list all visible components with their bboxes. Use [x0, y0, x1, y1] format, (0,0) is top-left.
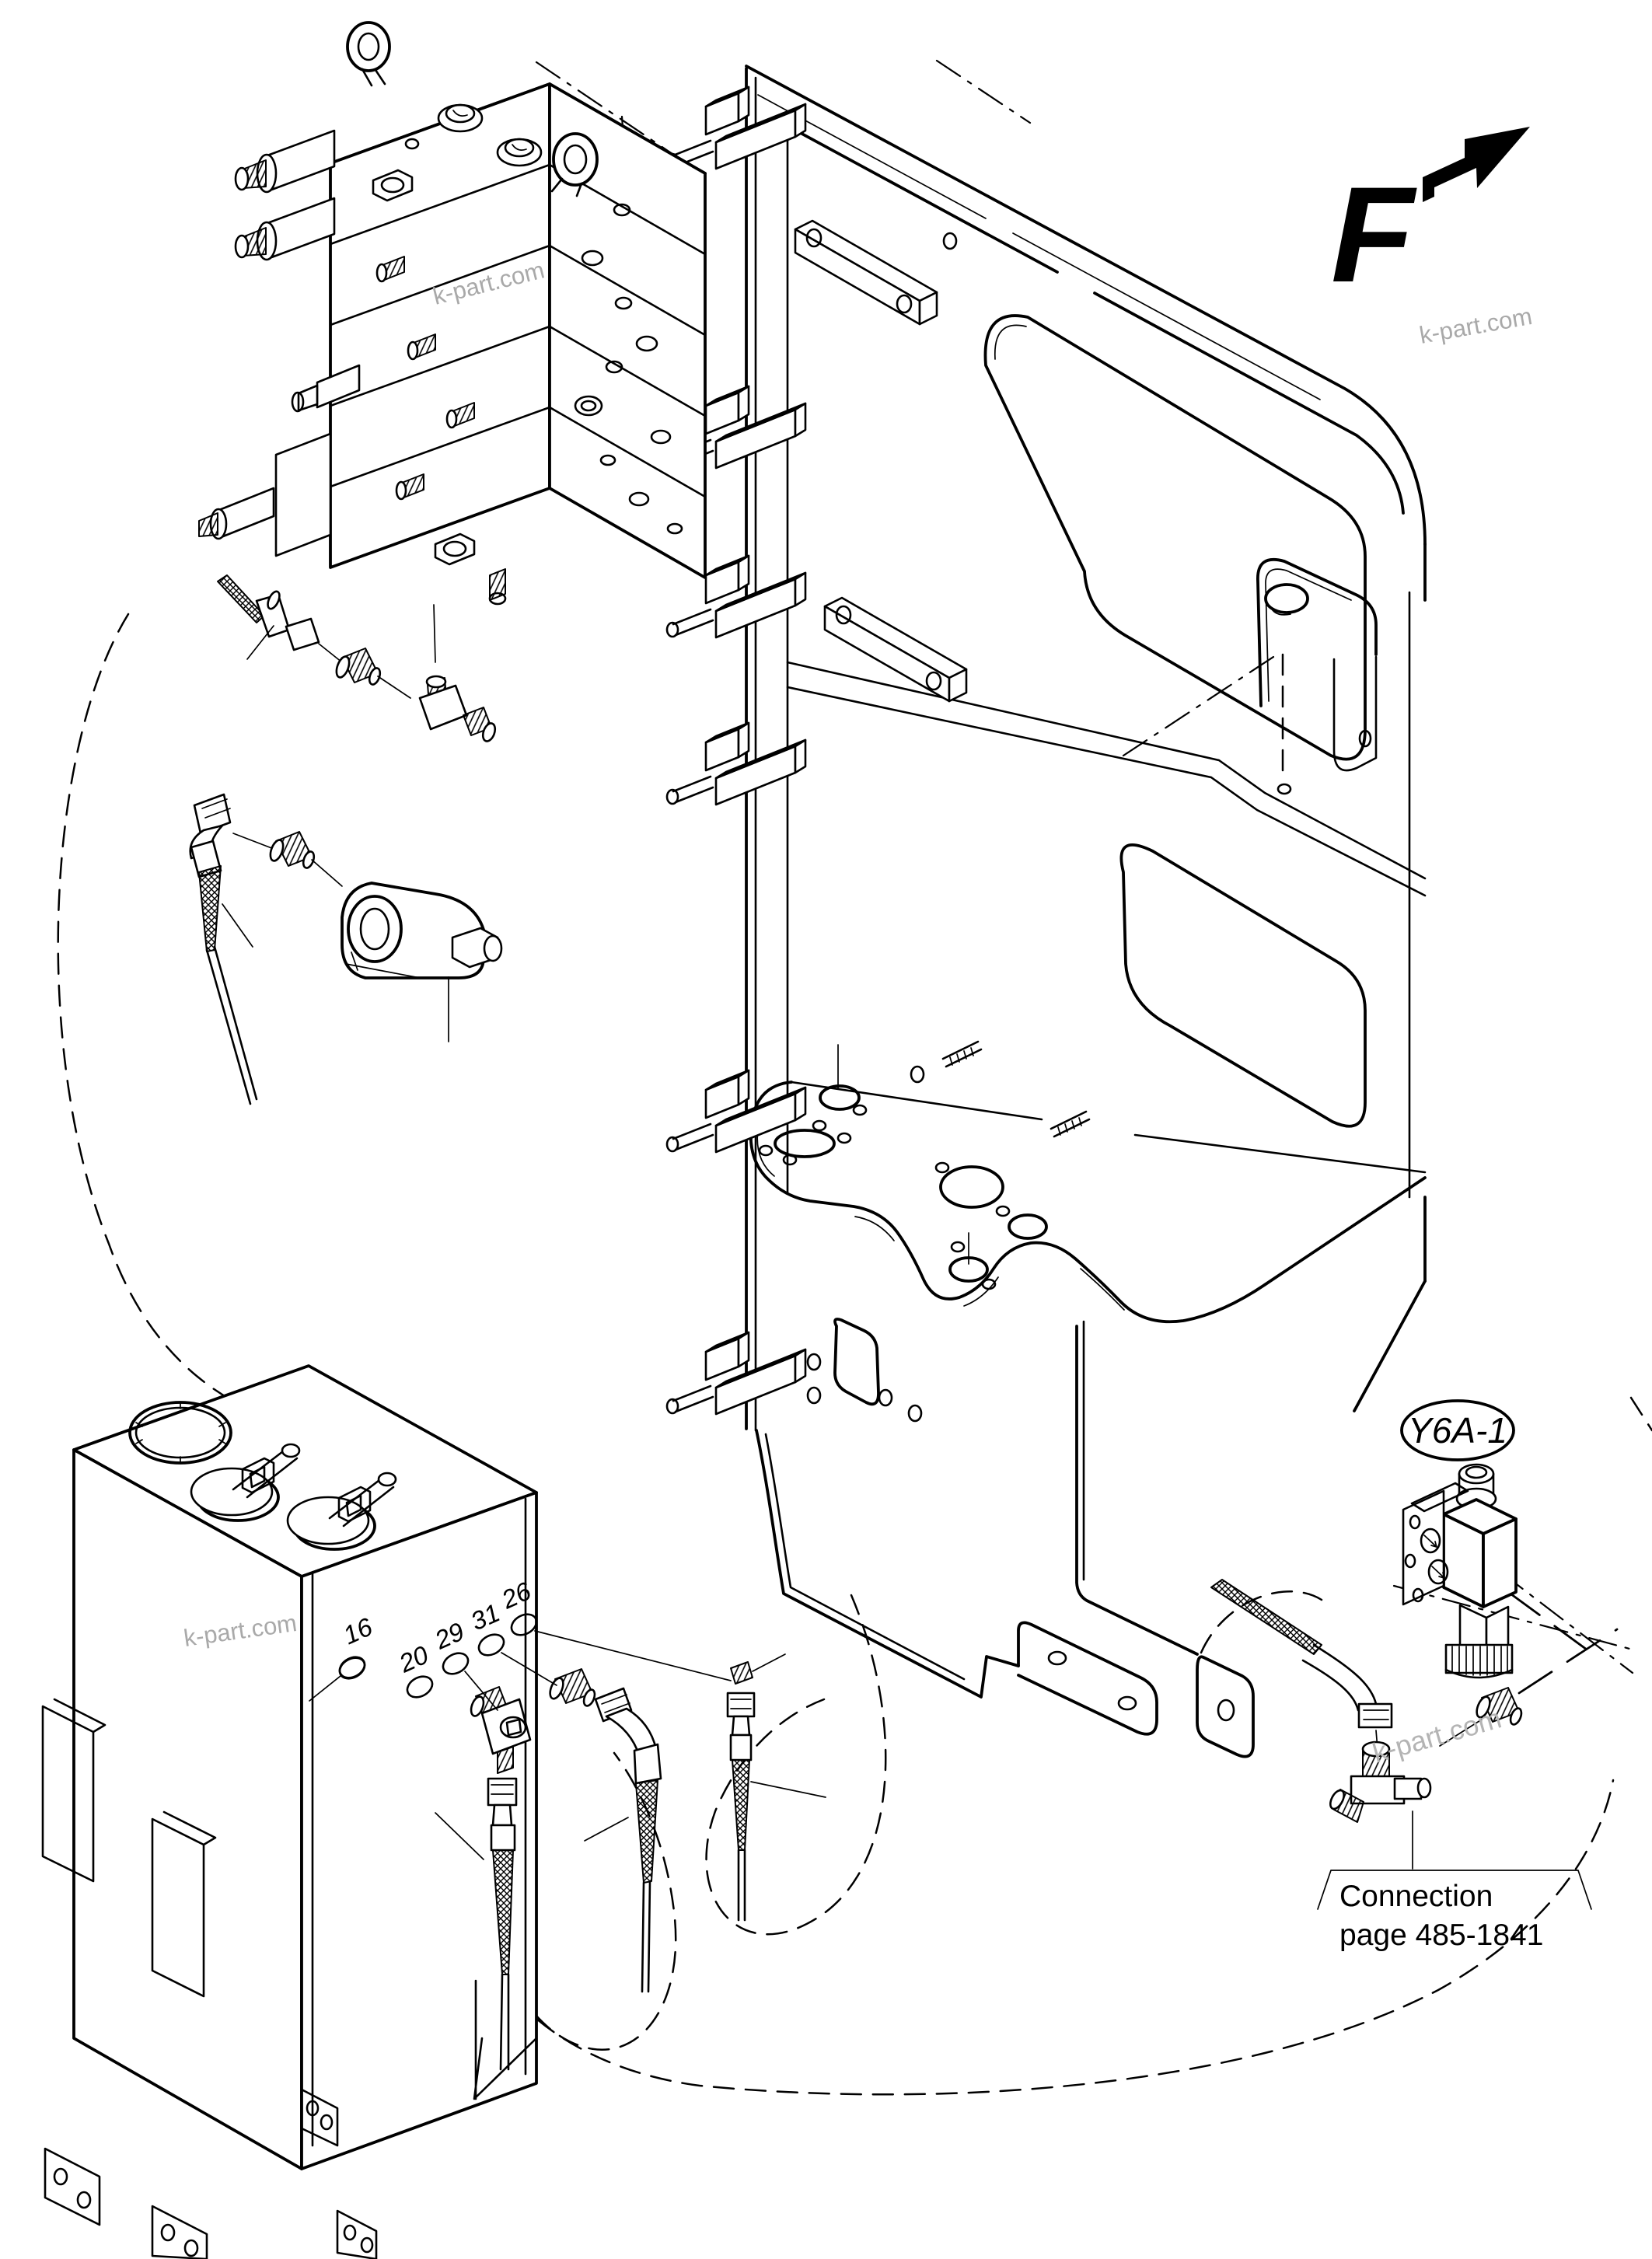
hose-routing-dashed-lines — [57, 613, 1652, 2096]
hose-3 — [726, 1653, 826, 1922]
valve-bracket — [1402, 1482, 1469, 1606]
elbow-hose-end — [189, 793, 258, 1105]
hose-1 — [435, 1777, 518, 2071]
hydraulic-tank — [41, 1364, 538, 2259]
eye-bolt-2 — [550, 132, 599, 197]
elbow-fitting — [470, 1686, 532, 1774]
suction-flange-1 — [190, 1443, 301, 1522]
manhole-cover — [128, 1401, 232, 1465]
plate-foot-right — [1196, 1655, 1255, 1758]
tee-fitting — [1329, 1741, 1432, 1823]
banjo-block-fitting — [341, 882, 503, 979]
tank-front-face — [72, 1448, 303, 2170]
adapter-fitting-3 — [549, 1668, 596, 1707]
tee-fitting-small — [418, 675, 497, 742]
bracket-tab — [1256, 557, 1378, 707]
y6a-callout-ellipse — [1400, 1399, 1515, 1461]
y6a-solenoid-valve: Y6A-1 — [1400, 1399, 1518, 1679]
plate-top-edge — [745, 65, 1427, 546]
control-valve-block — [198, 21, 707, 606]
tank-feet — [41, 1698, 378, 2259]
bottom-plugs — [434, 532, 507, 606]
tank-fittings — [435, 1653, 826, 2071]
solenoid-coil-1 — [234, 129, 336, 194]
mounting-plate — [665, 65, 1427, 1758]
adapter-fitting-4 — [1476, 1687, 1523, 1726]
direction-letter: F — [1331, 159, 1417, 311]
hex-plug — [372, 169, 414, 202]
solenoid-cartridge — [198, 487, 275, 540]
direction-indicator: F — [1331, 127, 1530, 311]
hose-2 — [584, 1687, 662, 1993]
y6a-callout-label: Y6A-1 — [1408, 1410, 1507, 1451]
middle-window-cutout — [1119, 843, 1367, 1128]
connection-callout-line2: page 485-1841 — [1339, 1919, 1543, 1952]
connection-assembly: Connection page 485-1841 — [1210, 1579, 1619, 1952]
adapter-fitting-2 — [269, 831, 316, 869]
cartridge-valve — [291, 364, 361, 413]
suction-flange-2 — [286, 1472, 397, 1551]
plate-foot-left — [1017, 1621, 1158, 1736]
test-port-fittings — [375, 256, 475, 501]
direction-arrow-icon — [1423, 127, 1530, 202]
connection-callout-line1: Connection — [1339, 1880, 1493, 1913]
hose-assembly-upper — [217, 574, 497, 742]
tank-right-face — [300, 1491, 538, 2170]
middle-shelf — [749, 1040, 1427, 1324]
eye-bolt-1 — [346, 21, 391, 87]
coil-skirt — [1444, 1643, 1514, 1679]
valve-block-right-face — [548, 82, 707, 579]
hose-assembly-lower — [189, 793, 503, 1105]
slot-cutout — [833, 1318, 880, 1406]
upper-window-cutout — [983, 314, 1367, 761]
watermark-2: k-part.com — [1417, 302, 1534, 349]
adapter-fitting — [335, 648, 382, 686]
solenoid-coil-2 — [234, 197, 336, 261]
